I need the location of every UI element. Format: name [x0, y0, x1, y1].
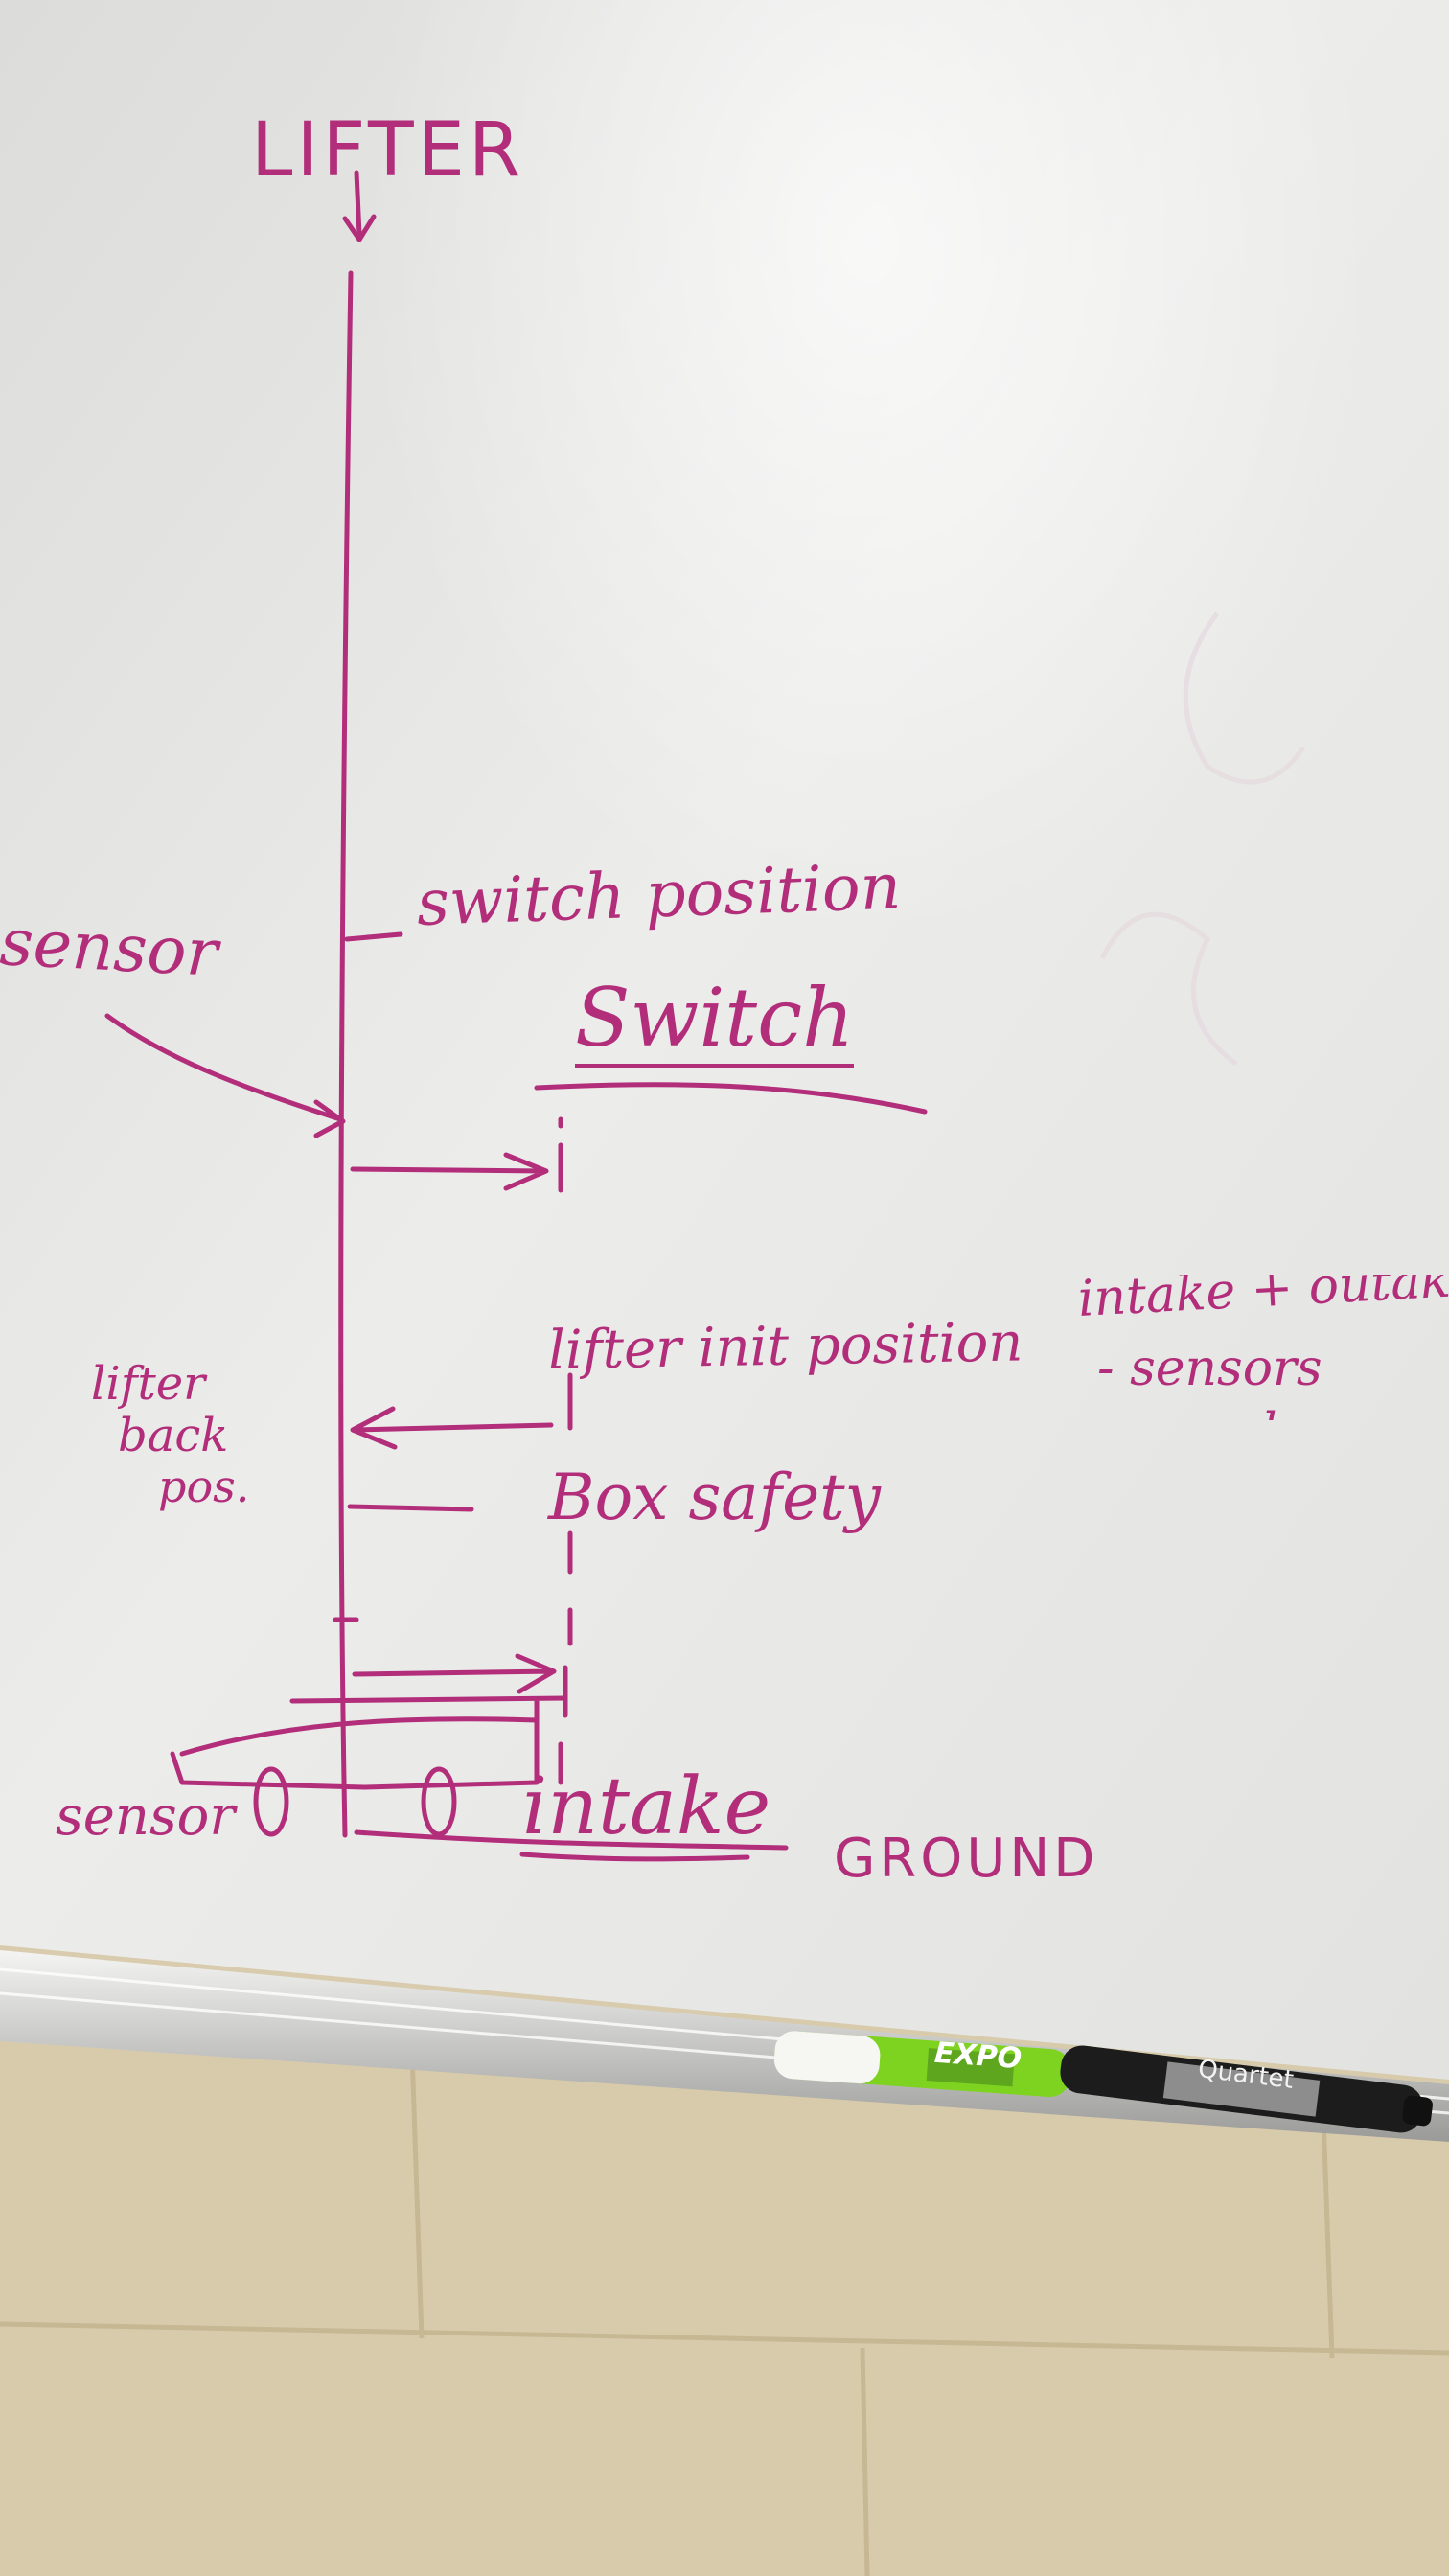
black-marker: [1060, 2045, 1433, 2133]
ground-label: GROUND: [834, 1828, 1099, 1890]
notes-line: intake + outake: [1078, 1275, 1449, 1328]
intake-label: intake: [522, 1761, 771, 1852]
box-safety-label: Box safety: [548, 1460, 881, 1534]
green-marker: [773, 2031, 1071, 2098]
intake-outake-notes: intake + outake - sensors - encoders: [1078, 1275, 1449, 1420]
lifter-back-pos-line: lifter: [91, 1357, 206, 1411]
lifter-back-pos-line: pos.: [158, 1460, 250, 1512]
notes-line: - encoders: [1107, 1407, 1449, 1420]
erased-ghost-writing: [1099, 611, 1306, 1067]
notes-line: - sensors: [1097, 1340, 1322, 1397]
left-sensor-label: sensor: [0, 905, 220, 992]
mortar-lines: [0, 2050, 1449, 2576]
lifter-init-position-label: lifter init position: [547, 1311, 1024, 1382]
lifter-back-pos-label: lifter back pos.: [91, 1357, 249, 1508]
title-label: LIFTER: [251, 107, 525, 194]
switch-label: Switch: [575, 978, 855, 1068]
bottom-sensor-label: sensor: [56, 1785, 236, 1848]
diagram-strokes: [104, 170, 928, 1862]
green-marker-brand: EXPO: [932, 2036, 1024, 2077]
lifter-back-pos-line: back: [118, 1409, 229, 1462]
switch-position-label: switch position: [415, 849, 903, 940]
